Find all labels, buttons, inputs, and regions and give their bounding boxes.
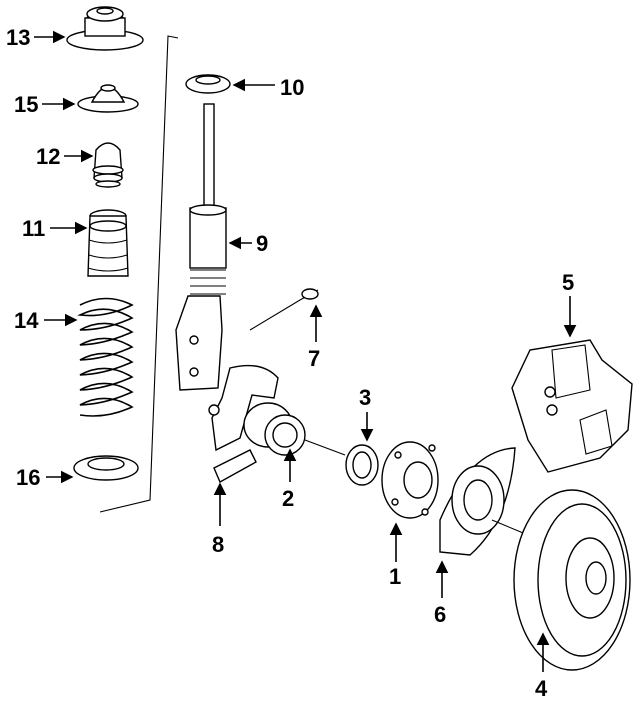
callout-1: 1 — [389, 564, 401, 589]
callout-16: 16 — [16, 465, 40, 490]
callout-7: 7 — [308, 346, 320, 371]
callout-4: 4 — [535, 676, 548, 701]
callout-6: 6 — [434, 602, 446, 627]
callout-9: 9 — [256, 231, 268, 256]
strut — [175, 103, 227, 391]
callout-5: 5 — [562, 270, 574, 295]
lower-insulator — [73, 455, 139, 481]
bump-stop — [92, 142, 124, 188]
upper-mount — [66, 6, 144, 51]
upper-washer — [185, 74, 231, 94]
steering-knuckle — [208, 364, 279, 483]
wheel-bearing — [243, 402, 306, 456]
callout-14: 14 — [14, 308, 39, 333]
callout-11: 11 — [22, 216, 45, 241]
callout-13: 13 — [6, 25, 30, 50]
grease-seal — [345, 444, 379, 486]
callout-3: 3 — [359, 385, 371, 410]
spring-seat — [77, 84, 139, 113]
dust-boot — [87, 209, 129, 277]
brake-rotor — [513, 489, 631, 671]
callout-15: 15 — [14, 92, 38, 117]
callout-10: 10 — [280, 75, 304, 100]
strut-assembly-bracket — [99, 35, 179, 513]
leader-arrows — [34, 30, 577, 672]
callout-2: 2 — [282, 486, 294, 511]
callout-8: 8 — [212, 532, 224, 557]
brake-caliper — [511, 339, 633, 473]
wheel-hub — [381, 441, 439, 519]
splash-shield — [439, 447, 516, 556]
coil-spring — [77, 297, 134, 417]
hose-clip — [249, 288, 319, 331]
callout-12: 12 — [36, 144, 60, 169]
